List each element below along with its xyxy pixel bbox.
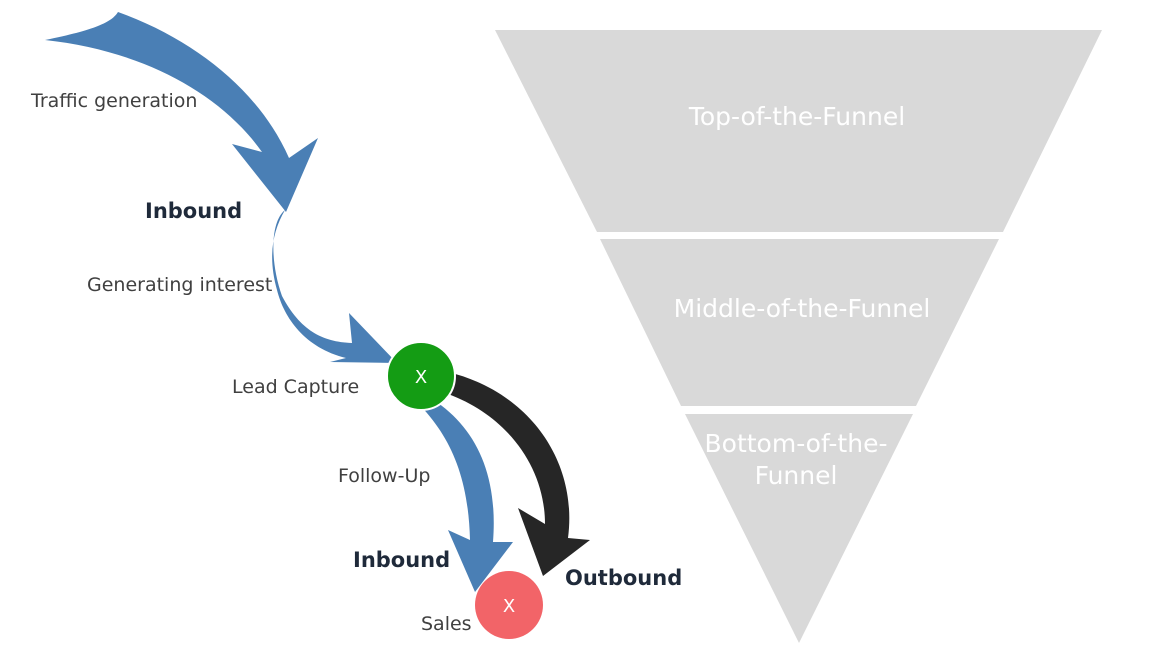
funnel-label-bottom-line1: Bottom-of-the-	[705, 429, 888, 458]
funnel-label-middle: Middle-of-the-Funnel	[674, 294, 931, 323]
label-traffic-generation: Traffic generation	[30, 90, 197, 112]
arrow-interest-to-lead	[272, 210, 397, 363]
funnel-stage-middle	[600, 239, 999, 406]
label-generating-interest: Generating interest	[87, 274, 272, 296]
flow-labels: Traffic generation Inbound Generating in…	[30, 90, 682, 635]
funnel-label-top: Top-of-the-Funnel	[688, 102, 905, 131]
label-inbound-bottom: Inbound	[353, 548, 450, 572]
funnel-stage-top	[495, 30, 1102, 232]
sales-circle	[475, 571, 543, 639]
sales-funnel: Top-of-the-Funnel Middle-of-the-Funnel B…	[495, 30, 1102, 643]
lead-capture-circle	[386, 341, 456, 411]
flow-arrows	[45, 12, 590, 592]
label-lead-capture: Lead Capture	[232, 376, 359, 398]
label-outbound: Outbound	[565, 566, 682, 590]
label-inbound-top: Inbound	[145, 199, 242, 223]
sales-mark: X	[503, 596, 515, 617]
arrow-traffic-to-inbound	[45, 12, 318, 212]
lead-capture-mark: X	[415, 367, 427, 388]
label-sales: Sales	[421, 613, 472, 635]
arrow-lead-to-outbound	[448, 372, 590, 576]
arrow-followup-to-sales	[392, 380, 513, 592]
funnel-stage-bottom	[685, 414, 913, 643]
label-follow-up: Follow-Up	[338, 465, 430, 487]
sales-node: X	[475, 571, 543, 639]
lead-capture-node: X	[386, 341, 456, 411]
funnel-label-bottom-line2: Funnel	[755, 461, 838, 490]
